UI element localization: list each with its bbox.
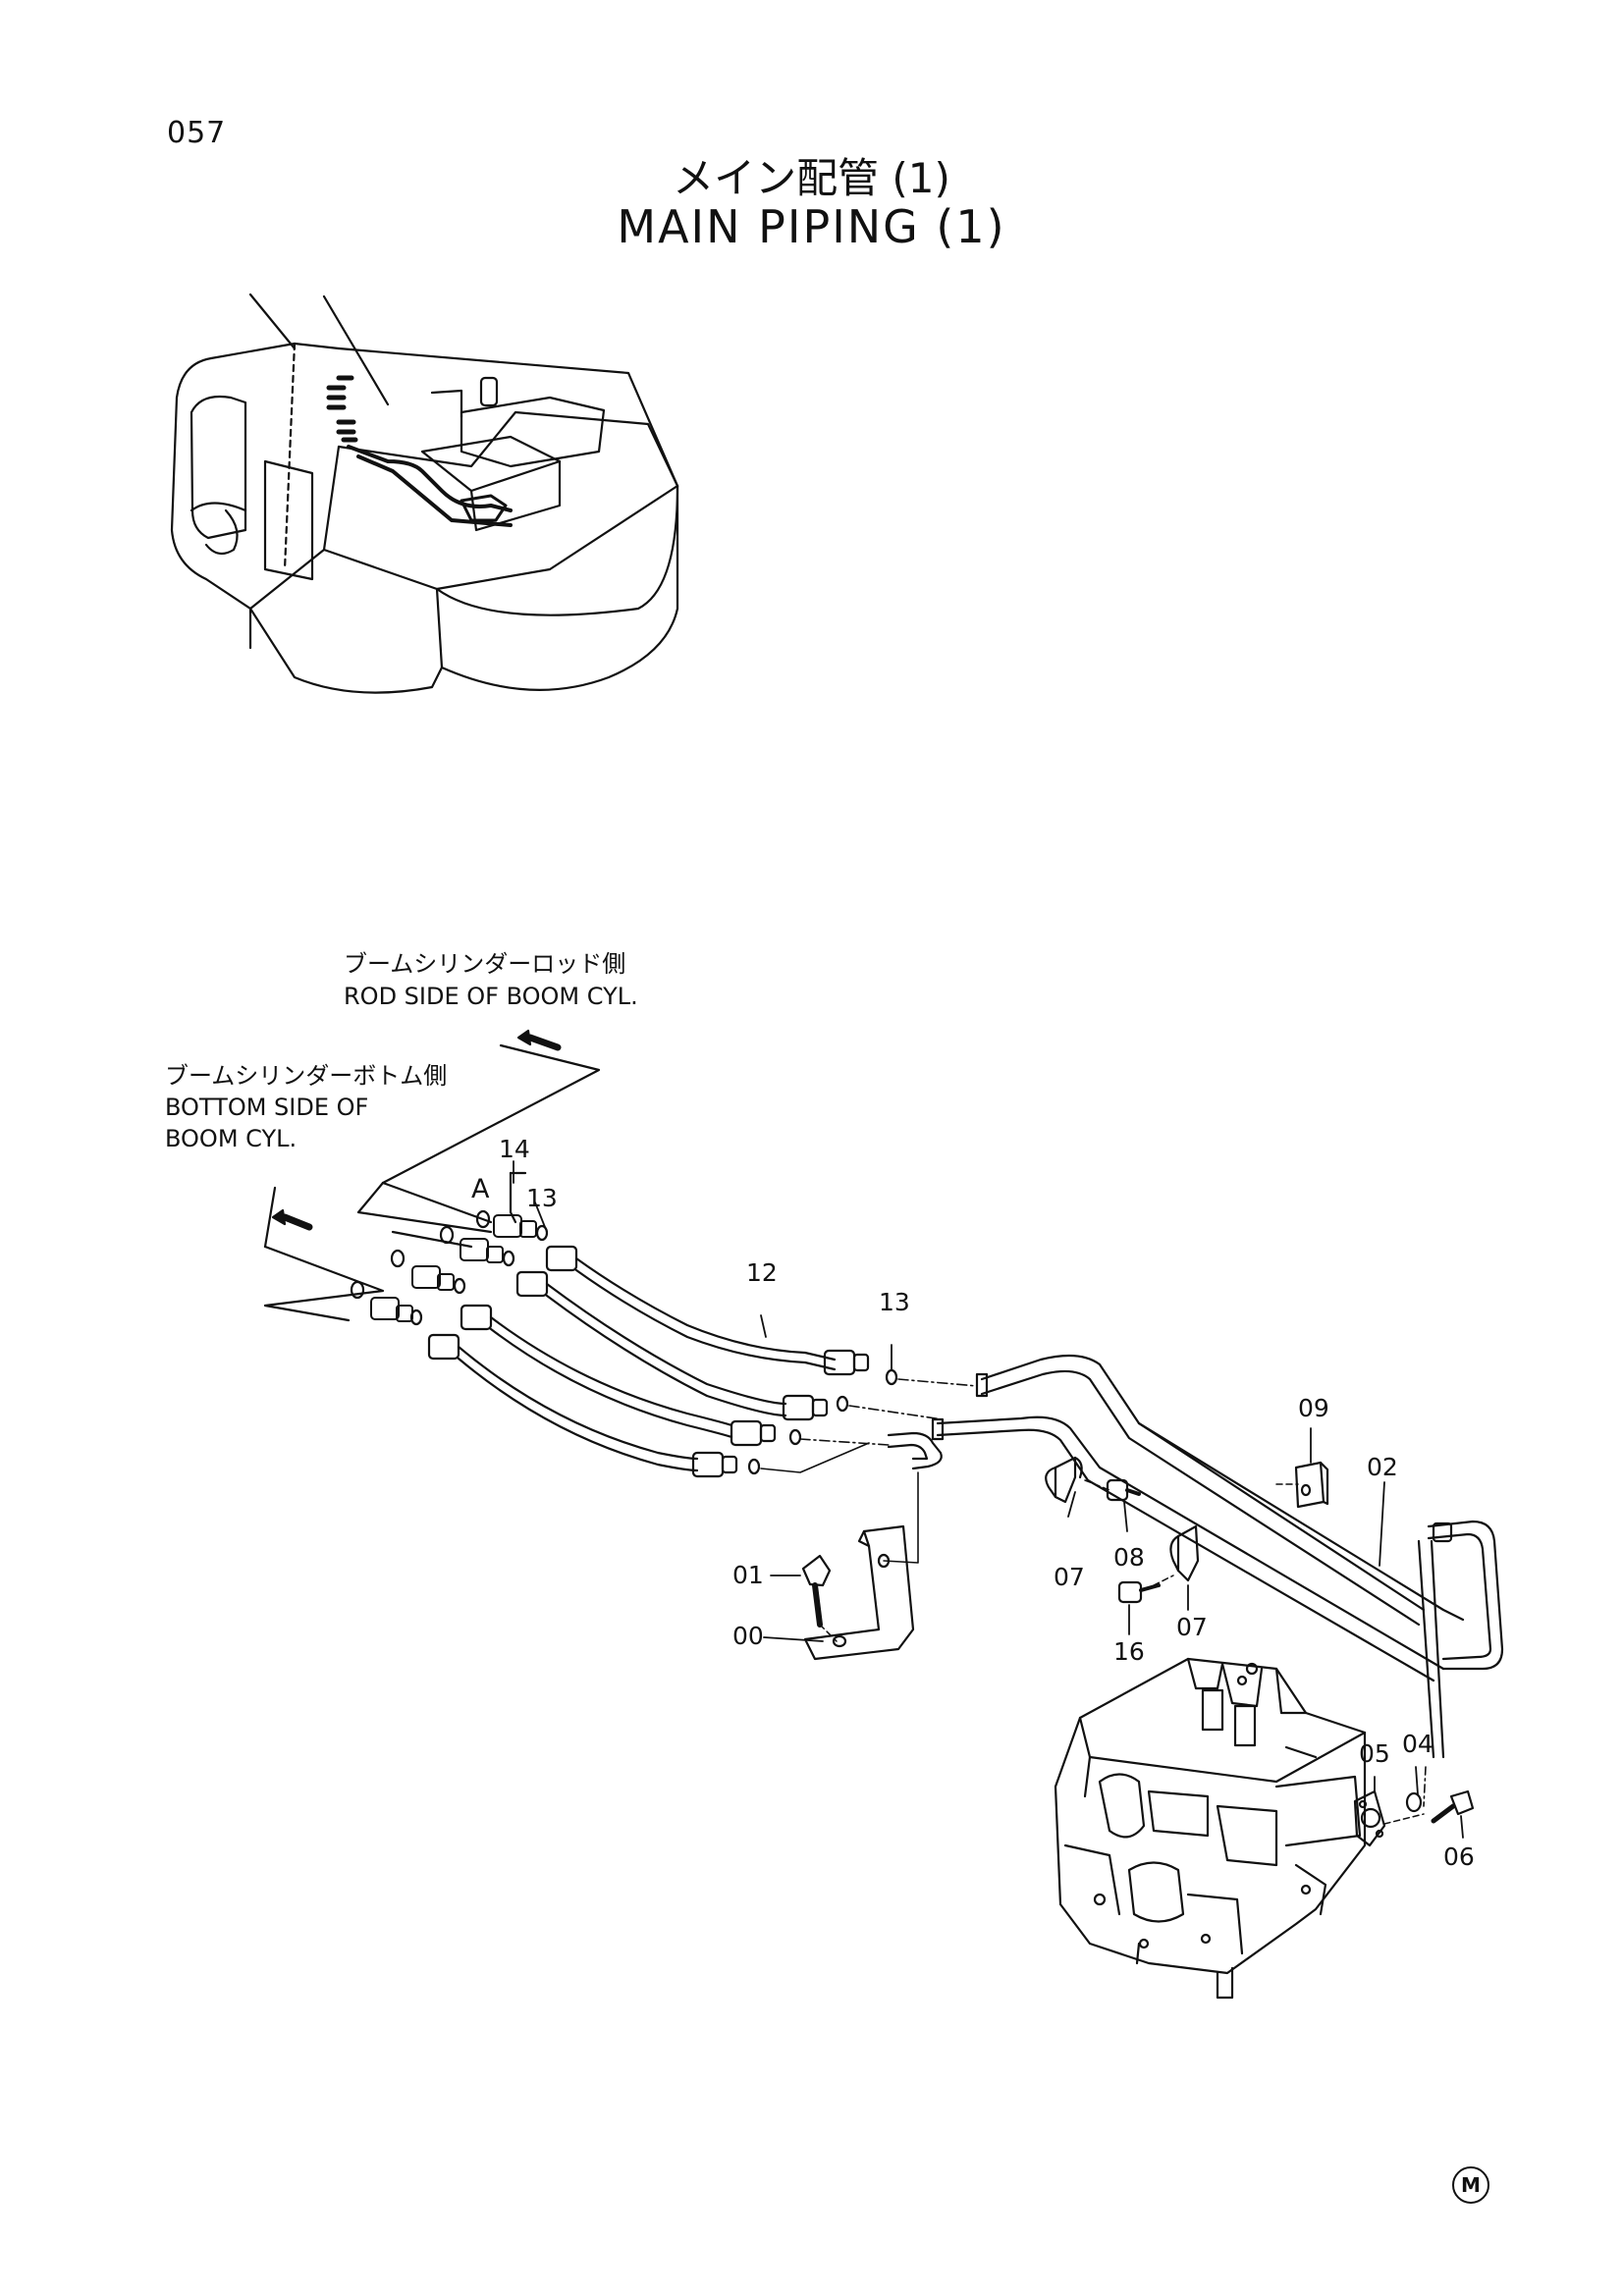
- callout-07-upper: 07: [1054, 1563, 1085, 1591]
- page-title-en: MAIN PIPING (1): [617, 200, 1006, 253]
- steel-pipes: [887, 1354, 1504, 1813]
- callout-02: 02: [1367, 1453, 1398, 1481]
- note-bottom-side-jp: ブームシリンダーボトム側: [165, 1062, 448, 1090]
- callout-14: 14: [499, 1135, 530, 1163]
- callout-13-lower: 13: [879, 1288, 910, 1316]
- control-valve: [1054, 1657, 1475, 2000]
- page-title-jp: メイン配管 (1): [673, 154, 950, 202]
- callout-00: 00: [732, 1622, 764, 1650]
- note-rod-side-en: ROD SIDE OF BOOM CYL.: [344, 983, 638, 1010]
- callout-06: 06: [1443, 1842, 1475, 1871]
- clamps-and-brackets: [513, 1160, 1385, 1661]
- manual-mark-icon: M: [1452, 2166, 1489, 2204]
- note-rod-side-jp: ブームシリンダーロッド側: [344, 950, 626, 978]
- page-number: 057: [167, 116, 227, 150]
- callout-07-lower: 07: [1176, 1613, 1208, 1641]
- callout-05: 05: [1359, 1739, 1390, 1768]
- callout-08: 08: [1113, 1543, 1145, 1572]
- hose-fittings: [350, 1209, 578, 1361]
- note-leaders: [263, 1029, 601, 1322]
- note-bottom-side-en-line2: BOOM CYL.: [165, 1125, 298, 1152]
- callout-13-upper: 13: [526, 1184, 558, 1212]
- hoses: [457, 1256, 978, 1478]
- callout-09: 09: [1298, 1394, 1329, 1422]
- view-label-a: A: [471, 1174, 490, 1204]
- note-bottom-side-en-line1: BOTTOM SIDE OF: [165, 1094, 369, 1121]
- callout-04: 04: [1402, 1730, 1434, 1758]
- callout-01: 01: [732, 1561, 764, 1589]
- excavator-overview: [170, 293, 679, 694]
- callout-12: 12: [746, 1258, 778, 1287]
- callout-16: 16: [1113, 1637, 1145, 1666]
